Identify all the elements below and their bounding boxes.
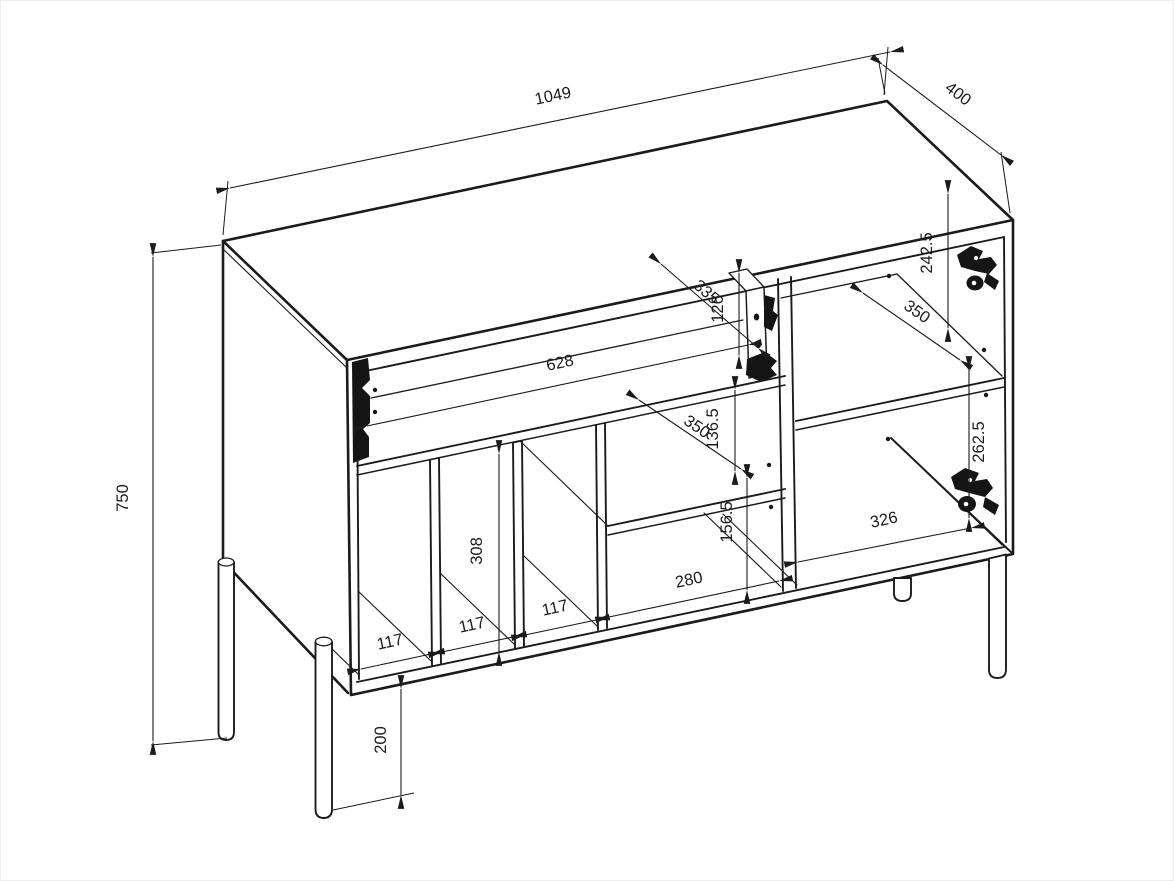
dim-line-shelf-depth-right xyxy=(849,282,974,371)
dim-label-slot3: 117 xyxy=(540,597,569,620)
dim-line-slot3 xyxy=(510,613,611,642)
dim-label-total-height: 750 xyxy=(114,484,132,512)
hinge-top xyxy=(957,246,999,291)
dim-line-slot1 xyxy=(346,647,446,676)
leg-back-left xyxy=(217,557,235,741)
dim-label-right-top: 242.5 xyxy=(918,232,936,273)
dim-label-slot1: 117 xyxy=(375,631,404,654)
legs xyxy=(217,553,1007,819)
dividers xyxy=(330,422,1003,676)
dim-label-drawer-height: 126 xyxy=(709,295,727,323)
dim-label-leg-height: 200 xyxy=(372,726,390,754)
dim-label-mid-width: 280 xyxy=(674,568,705,591)
dim-line-mid-width xyxy=(594,574,794,624)
leg-back-right xyxy=(893,577,912,602)
cabinet-body xyxy=(221,99,1015,697)
drawer-slide-left xyxy=(352,358,370,463)
dim-line-total-depth xyxy=(869,53,1015,167)
leg-front-right xyxy=(988,553,1007,679)
dim-label-gap-lower: 156.5 xyxy=(718,501,736,542)
dim-label-right-bottom: 262.5 xyxy=(970,421,988,462)
dim-line-total-length xyxy=(215,45,905,195)
dim-label-gap-upper: 136.5 xyxy=(704,408,722,449)
drawer-slide-right xyxy=(764,295,778,331)
dim-label-drawer-width: 628 xyxy=(545,351,576,374)
dim-label-right-bottom-width: 326 xyxy=(869,508,900,531)
dim-line-right-bottom-width xyxy=(783,522,986,568)
dim-label-total-depth: 400 xyxy=(942,79,975,110)
dim-line-slot2 xyxy=(427,630,528,659)
dim-label-slot2: 117 xyxy=(457,614,486,637)
dim-line-shelf-depth-mid xyxy=(625,389,755,480)
dimension-annotations: 1049 400 750 628 335 126 136.5 156.5 350… xyxy=(114,45,1015,811)
leg-front-left xyxy=(314,636,333,819)
screw-holes xyxy=(766,273,989,510)
hinge-bottom xyxy=(951,468,999,515)
dim-label-compartment-height: 308 xyxy=(468,537,486,565)
dim-label-total-length: 1049 xyxy=(533,84,573,109)
